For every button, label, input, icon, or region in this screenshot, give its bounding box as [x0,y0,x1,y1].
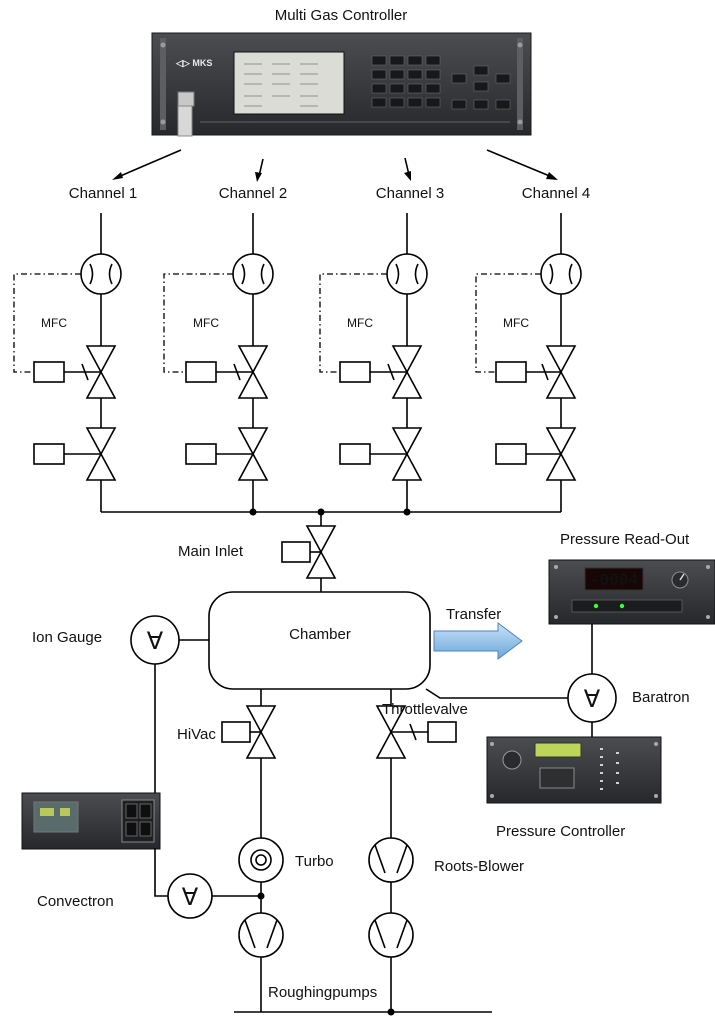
valve-icon [87,428,115,454]
svg-text:∀: ∀ [182,884,199,911]
main-inlet-label: Main Inlet [178,543,244,560]
actuator-icon [282,542,310,562]
channel-2-label: Channel 2 [219,185,287,202]
baratron-label: Baratron [632,689,690,706]
mfc-label-1: MFC [41,316,67,330]
convectron-device [22,793,160,849]
actuator-icon [34,362,64,382]
junction-dot [258,893,265,900]
ion-gauge-label: Ion Gauge [32,629,102,646]
roots-blower [369,838,413,882]
roughing-pump-icon [369,913,413,957]
actuator-icon [496,362,526,382]
turbo-pump-icon [239,838,283,882]
roughing-pump-icon [239,913,283,957]
exhaust-line [234,1009,492,1016]
valve-icon [393,346,421,372]
pressure-controller-label: Pressure Controller [496,823,625,840]
channel-3-label: Channel 3 [376,185,444,202]
channel-4-label: Channel 4 [522,185,590,202]
valve-icon [239,428,267,454]
multi-gas-controller-device: ◁▷ MKS [152,33,531,136]
actuator-icon [428,722,456,742]
actuator-icon [340,444,370,464]
valve-icon [547,346,575,372]
roughing-pump-left [239,913,283,957]
pressure-readout-device: -0004 [549,560,715,624]
svg-text:◁▷ MKS: ◁▷ MKS [175,58,212,68]
title: Multi Gas Controller [275,7,408,24]
readout-digits: -0004 [590,570,638,589]
channel-1-label: Channel 1 [69,185,137,202]
channel-4-assembly: MFC [476,254,581,480]
transfer-arrow-icon [434,623,522,659]
valve-icon [87,346,115,372]
actuator-icon [496,444,526,464]
transfer-label: Transfer [446,606,501,623]
valve-icon [247,706,275,732]
valve-icon [239,346,267,372]
actuator-icon [222,722,250,742]
mfc-label-4: MFC [503,316,529,330]
chamber-label: Chamber [289,626,351,643]
hivac-label: HiVac [177,726,216,743]
pressure-controller-device [487,737,661,803]
flowmeter-icon [233,254,273,294]
flowmeter-icon [387,254,427,294]
actuator-icon [34,444,64,464]
convectron-label: Convectron [37,893,114,910]
actuator-icon [186,362,216,382]
roughing-pump-right [369,913,413,957]
valve-icon [547,428,575,454]
channel-2-assembly: MFC [164,254,273,480]
roughingpumps-label: Roughingpumps [268,984,377,1001]
mfc-label-2: MFC [193,316,219,330]
valve-icon [307,526,335,552]
actuator-icon [186,444,216,464]
channel-3-assembly: MFC [320,254,427,480]
controller-arrows [112,150,558,182]
svg-text:∀: ∀ [584,686,601,713]
flowmeter-icon [81,254,121,294]
flowmeter-icon [541,254,581,294]
pressure-readout-label: Pressure Read-Out [560,531,690,548]
mfc-label-3: MFC [347,316,373,330]
channel-lines [101,213,561,512]
main-inlet-valve [282,512,335,592]
turbo-pump [239,838,283,882]
valve-icon [393,428,421,454]
channel-1-assembly: MFC [14,254,121,480]
throttlevalve-label: Throttlevalve [382,701,468,718]
turbo-label: Turbo [295,853,334,870]
actuator-icon [340,362,370,382]
roots-blower-icon [369,838,413,882]
svg-text:∀: ∀ [147,628,164,655]
roots-blower-label: Roots-Blower [434,858,524,875]
